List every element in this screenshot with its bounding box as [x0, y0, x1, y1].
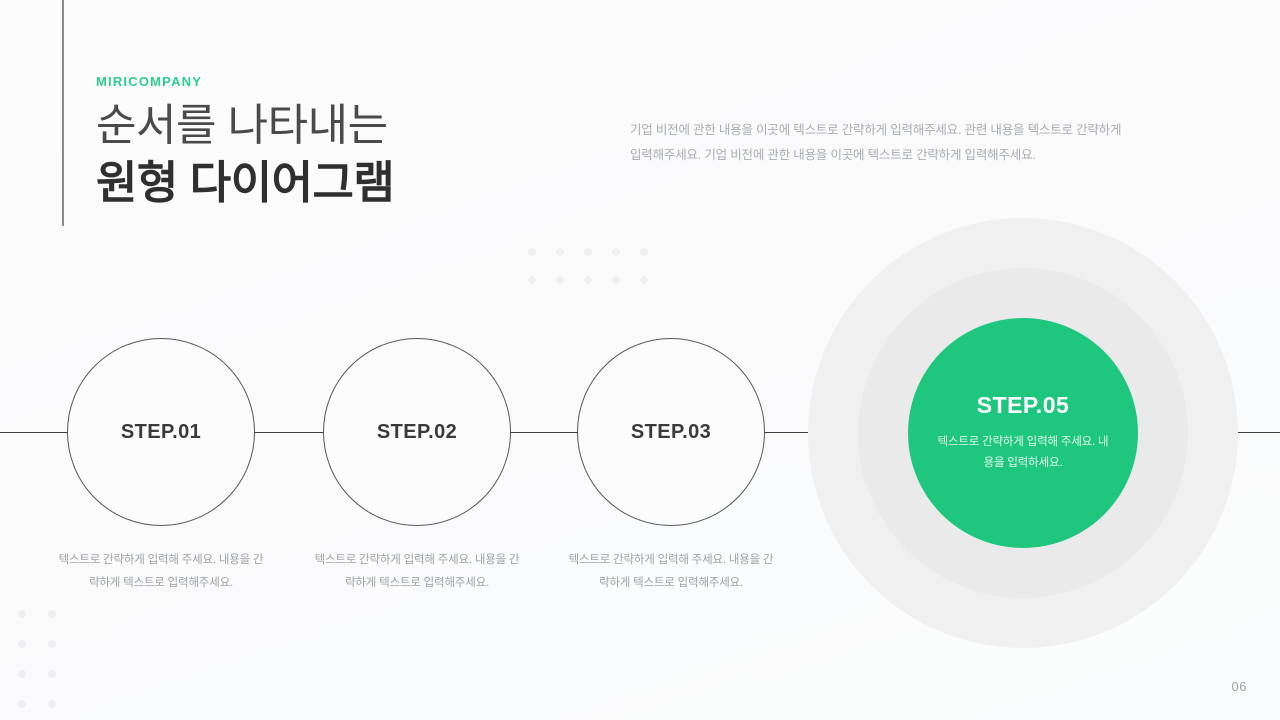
dot [528, 248, 536, 256]
step-label-highlight: STEP.05 [976, 391, 1070, 418]
step-caption-3: 텍스트로 간략하게 입력해 주세요. 내용을 간략하게 텍스트로 입력해주세요. [568, 554, 774, 589]
dot [556, 276, 564, 284]
step-circle-highlight[interactable]: STEP.05 텍스트로 간략하게 입력해 주세요. 내용을 입력하세요. [908, 318, 1138, 548]
brand-eyebrow: MIRICOMPANY [96, 74, 203, 89]
dot [556, 248, 564, 256]
dot [640, 248, 648, 256]
dot [48, 670, 56, 678]
step-label-1: STEP.01 [120, 420, 202, 443]
decorative-dot-grid-top [528, 248, 668, 304]
step-caption-2: 텍스트로 간략하게 입력해 주세요. 내용을 간략하게 텍스트로 입력해주세요. [314, 554, 520, 589]
dot [18, 610, 26, 618]
step-circle-2[interactable]: STEP.02 [323, 338, 511, 526]
page-title-line-2: 원형 다이어그램 [96, 157, 395, 209]
decorative-dot-grid-bottom-left [18, 610, 78, 720]
dot [18, 700, 26, 708]
step-label-3: STEP.03 [630, 420, 712, 443]
dot [18, 640, 26, 648]
dot [640, 276, 648, 284]
page-number: 06 [1231, 679, 1247, 694]
dot [612, 276, 620, 284]
dot [18, 670, 26, 678]
dot [584, 276, 592, 284]
dot [48, 610, 56, 618]
step-circle-1[interactable]: STEP.01 [67, 338, 255, 526]
dot [528, 276, 536, 284]
step-description-highlight: 텍스트로 간략하게 입력해 주세요. 내용을 입력하세요. [937, 435, 1109, 469]
intro-paragraph: 기업 비전에 관한 내용을 이곳에 텍스트로 간략하게 입력해주세요. 관련 내… [630, 123, 1122, 162]
step-circle-3[interactable]: STEP.03 [577, 338, 765, 526]
dot [48, 700, 56, 708]
dot [584, 248, 592, 256]
title-accent-rule [62, 0, 64, 226]
page-title: 순서를 나타내는 원형 다이어그램 [96, 100, 395, 209]
page-title-line-1: 순서를 나타내는 [96, 101, 388, 150]
dot [612, 248, 620, 256]
dot [48, 640, 56, 648]
step-caption-1: 텍스트로 간략하게 입력해 주세요. 내용을 간략하게 텍스트로 입력해주세요. [58, 554, 264, 589]
step-label-2: STEP.02 [376, 420, 458, 443]
